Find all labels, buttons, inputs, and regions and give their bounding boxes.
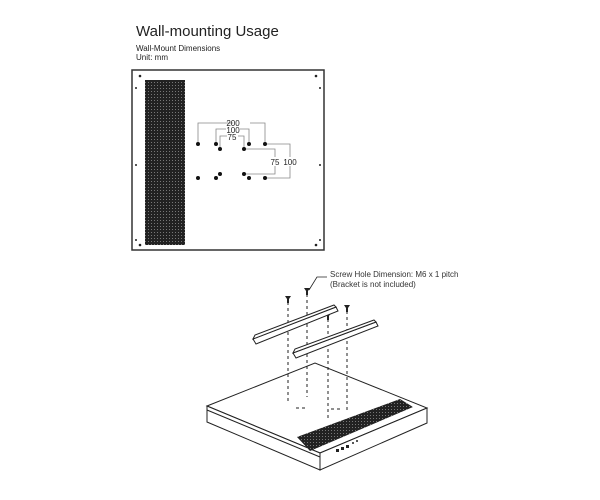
unit-label: Unit: mm [136, 53, 168, 62]
vent-grille [297, 399, 413, 451]
dim-v-75: 75 [271, 158, 280, 167]
dimension-lines [197, 122, 291, 179]
mounting-brackets [251, 304, 379, 359]
leader-line [308, 276, 327, 291]
bracket [292, 321, 379, 359]
diagram-subtitle: Wall-Mount Dimensions [136, 44, 221, 53]
mounting-holes [196, 142, 267, 180]
bracket-note: (Bracket is not included) [330, 280, 416, 289]
dim-75: 75 [228, 133, 237, 142]
vent-grille [145, 80, 185, 245]
dim-v-100: 100 [283, 158, 297, 167]
screw-icon [304, 288, 310, 295]
page-title: Wall-mounting Usage [136, 23, 279, 40]
dim-200: 200 [226, 119, 240, 128]
dim-100: 100 [226, 126, 240, 135]
screw-icon [285, 296, 291, 303]
screw-guide-lines [287, 294, 348, 421]
screw-icon [344, 305, 350, 312]
device-back-panel [131, 69, 325, 251]
front-ports [336, 440, 358, 452]
device-chassis [205, 362, 429, 471]
screw-hole-note: Screw Hole Dimension: M6 x 1 pitch [330, 270, 459, 279]
